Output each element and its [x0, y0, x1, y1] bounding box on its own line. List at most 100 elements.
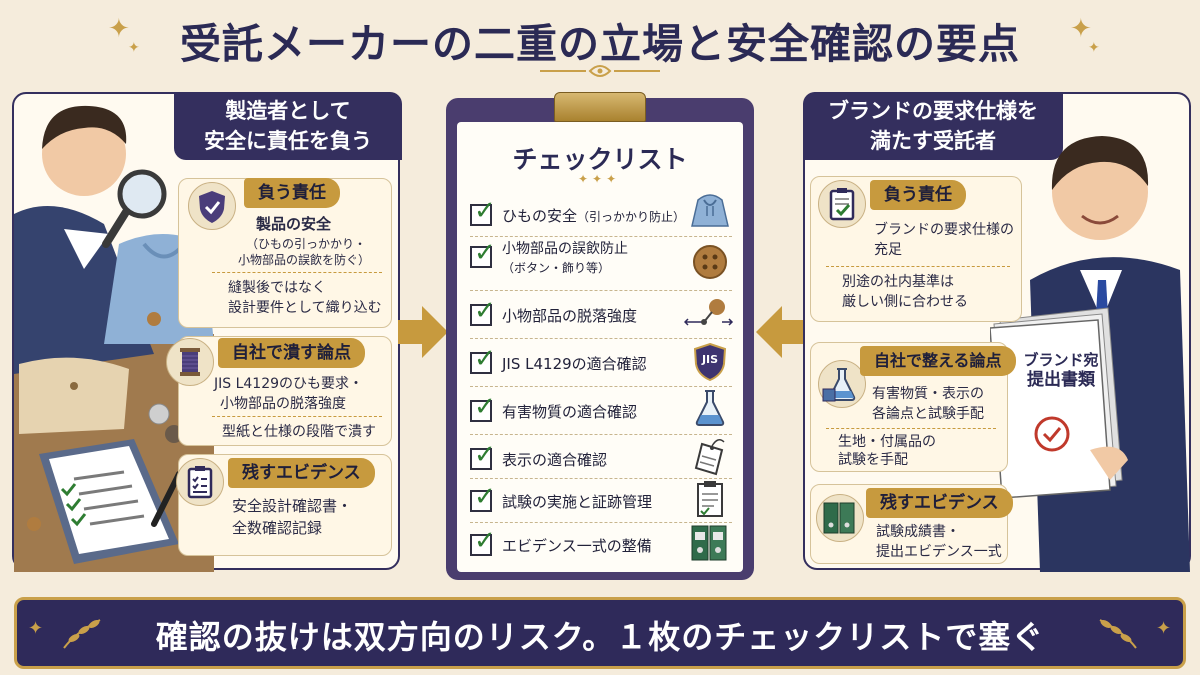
card-text: 安全設計確認書・	[232, 497, 353, 515]
check-icon: ✓	[474, 392, 496, 422]
card-text: 小物部品の脱落強度	[220, 396, 346, 412]
card-text: 別途の社内基準は	[842, 274, 954, 290]
item-label: 小物部品の誤飲防止	[502, 241, 628, 257]
card-text: 充足	[874, 242, 902, 258]
clip-icon	[554, 92, 646, 122]
jis-shield-icon: JIS	[692, 342, 728, 382]
check-icon: ✓	[474, 482, 496, 512]
heading-line: 製造者として	[225, 99, 351, 123]
item-label: 試験の実施と証跡管理	[502, 493, 653, 511]
jis-badge-text: JIS	[701, 353, 719, 366]
card-text: ブランドの要求仕様の	[874, 222, 1014, 238]
item-note: （ボタン・飾り等）	[502, 261, 611, 275]
checklist-icon	[176, 458, 224, 506]
card-tab: 負う責任	[244, 178, 340, 208]
button-icon	[693, 245, 727, 279]
card-text: 試験を手配	[838, 452, 908, 468]
card-text: 試験成績書・	[876, 524, 960, 540]
summary-banner	[14, 597, 1186, 669]
heading-line: 満たす受託者	[870, 129, 996, 153]
item-label: 小物部品の脱落強度	[502, 307, 638, 325]
laurel-icon	[63, 619, 101, 649]
checkbox-icon	[470, 490, 492, 512]
divider	[470, 236, 732, 237]
checklist-item: ✓ 小物部品の脱落強度	[470, 296, 732, 336]
check-icon: ✓	[474, 296, 496, 326]
divider	[826, 266, 1010, 267]
pull-test-icon	[684, 299, 734, 326]
contractor-panel-heading: ブランドの要求仕様を 満たす受託者	[803, 92, 1063, 160]
checkbox-icon	[470, 352, 492, 374]
document-icon	[697, 481, 723, 517]
arrow-right-icon	[398, 306, 448, 358]
sparkle-icon: ✦	[1088, 40, 1100, 56]
checklist-item: ✓ JIS L4129の適合確認	[470, 344, 732, 384]
checklist-item-text: ひもの安全（引っかかり防止）	[502, 205, 685, 226]
checklist-item: ✓ 小物部品の誤飲防止 （ボタン・飾り等）	[470, 238, 732, 278]
check-icon: ✓	[474, 440, 496, 470]
summary-text: 確認の抜けは双方向のリスク。１枚のチェックリストで塞ぐ	[155, 618, 1045, 656]
thread-spool-icon	[166, 338, 214, 386]
checklist-item: ✓ 有害物質の適合確認	[470, 392, 732, 432]
card-tab: 自社で整える論点	[860, 346, 1016, 376]
ornament-icon: ✦✦✦	[578, 172, 621, 186]
sparkle-icon: ✦	[28, 618, 44, 639]
card-text: JIS L4129のひも要求・	[214, 376, 364, 392]
divider	[212, 272, 382, 273]
card-text: 提出エビデンス一式	[876, 544, 1002, 560]
card-tab: 残すエビデンス	[866, 488, 1013, 518]
page-title: 受託メーカーの二重の立場と安全確認の要点	[180, 20, 1020, 68]
sparkle-icon: ✦	[108, 14, 130, 44]
checklist-item: ✓ ひもの安全（引っかかり防止）	[470, 196, 732, 236]
divider	[470, 386, 732, 387]
heading-line: 安全に責任を負う	[204, 129, 372, 153]
card-text: 型紙と仕様の段階で潰す	[222, 424, 376, 440]
item-label: ひもの安全	[502, 207, 578, 225]
document-label-line: 提出書類	[1027, 370, 1095, 390]
divider	[826, 428, 996, 429]
arrow-left-icon	[756, 306, 806, 358]
binder-icon	[816, 494, 864, 542]
sparkle-icon: ✦	[128, 40, 140, 56]
hoodie-icon	[691, 194, 729, 227]
item-label: 有害物質の適合確認	[502, 403, 638, 421]
tag-icon	[694, 439, 725, 476]
card-text: 全数確認記録	[232, 519, 323, 537]
ornament-icon	[540, 65, 660, 77]
card-text: 厳しい側に合わせる	[842, 294, 968, 310]
check-icon: ✓	[474, 526, 496, 556]
check-icon: ✓	[474, 196, 496, 226]
divider	[470, 522, 732, 523]
binder-icon	[691, 525, 727, 561]
item-label: 表示の適合確認	[502, 451, 608, 469]
manufacturer-panel-heading: 製造者として 安全に責任を負う	[174, 92, 402, 160]
sparkle-icon: ✦	[1070, 14, 1092, 44]
laurel-icon	[1099, 619, 1137, 649]
checkbox-icon	[470, 304, 492, 326]
divider	[212, 416, 382, 417]
checkbox-icon	[470, 204, 492, 226]
card-text: 生地・付属品の	[838, 434, 936, 450]
card-text: （ひもの引っかかり・	[246, 237, 367, 251]
checkbox-icon	[470, 246, 492, 268]
card-text: 設計要件として織り込む	[228, 300, 382, 316]
divider	[470, 434, 732, 435]
check-icon: ✓	[474, 344, 496, 374]
divider	[470, 290, 732, 291]
divider	[470, 338, 732, 339]
card-tab: 負う責任	[870, 180, 966, 210]
card-text: 有害物質・表示の	[872, 386, 984, 402]
heading-line: ブランドの要求仕様を	[828, 99, 1038, 123]
check-icon: ✓	[474, 238, 496, 268]
item-label: JIS L4129の適合確認	[502, 355, 647, 373]
clipboard-check-icon	[818, 180, 866, 228]
checkbox-icon	[470, 400, 492, 422]
divider	[470, 478, 732, 479]
shield-icon	[188, 182, 236, 230]
document-label-line: ブランド宛	[1023, 351, 1099, 369]
card-text: 縫製後ではなく	[228, 280, 326, 296]
checkbox-icon	[470, 534, 492, 556]
card-tab: 残すエビデンス	[228, 458, 375, 488]
checklist-item: ✓ 試験の実施と証跡管理	[470, 482, 732, 522]
checklist-item: ✓ エビデンス一式の整備	[470, 526, 732, 566]
